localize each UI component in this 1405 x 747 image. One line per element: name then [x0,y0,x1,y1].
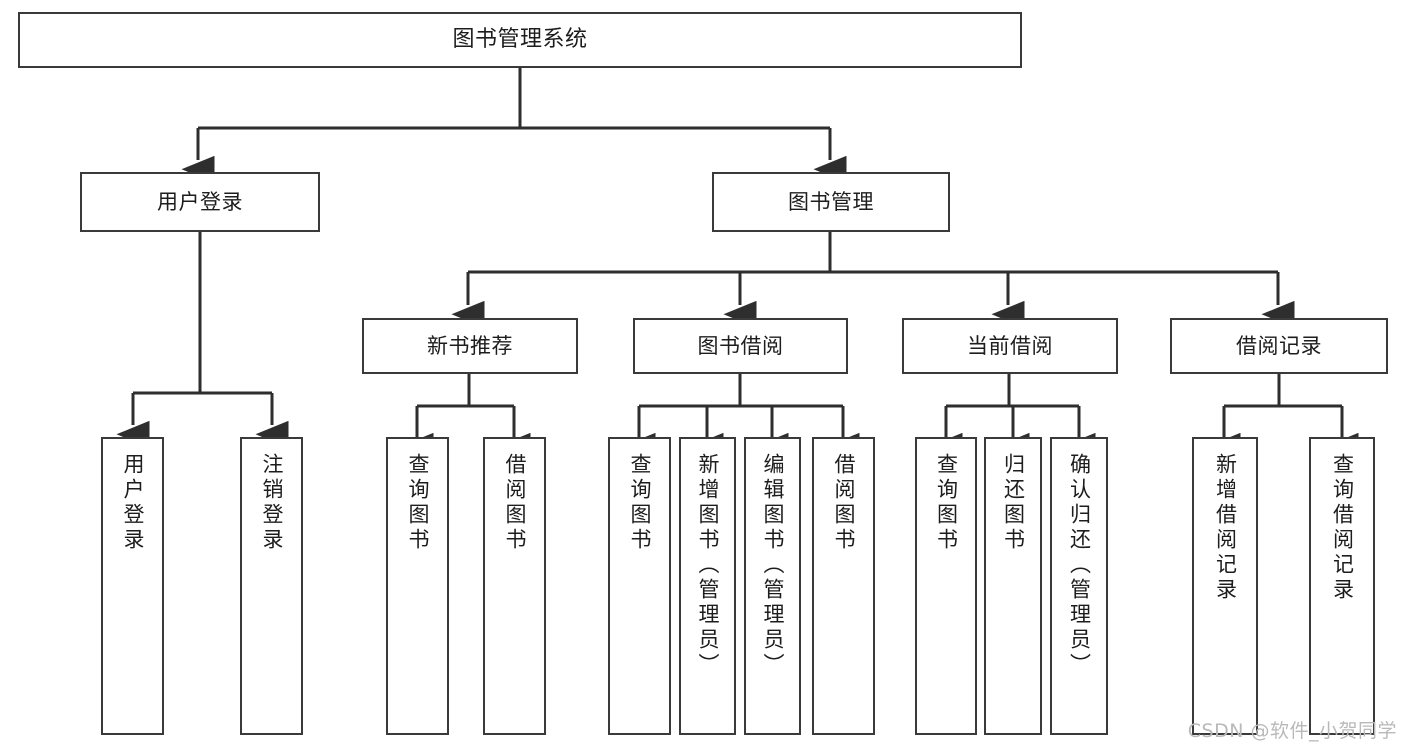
node-label: 当前借阅 [967,333,1053,358]
node-label: 查询图书 [628,453,652,553]
node-label: 图书借阅 [697,333,784,358]
node-label: 新书推荐 [427,333,513,358]
node-label: 归还图书 [1001,453,1026,553]
node-label: 用户登录 [157,189,243,214]
node-label: 新增借阅记录 [1213,453,1238,603]
leaf-borrow-book-recommend[interactable]: 借阅图书 [483,437,546,735]
node-label: 查询图书 [406,453,430,553]
node-user-login[interactable]: 用户登录 [80,172,320,232]
leaf-edit-book-admin[interactable]: 编辑图书（管理员） [744,437,801,735]
watermark-text: CSDN @软件_小贺同学 [1187,720,1397,742]
node-label: 借阅记录 [1236,333,1322,358]
leaf-add-book-admin[interactable]: 新增图书（管理员） [679,437,736,735]
leaf-confirm-return-admin[interactable]: 确认归还（管理员） [1050,437,1108,735]
node-label: 借阅图书 [503,453,527,553]
node-root-system[interactable]: 图书管理系统 [18,12,1022,68]
leaf-add-borrow-record[interactable]: 新增借阅记录 [1192,437,1258,735]
leaf-query-book-recommend[interactable]: 查询图书 [386,437,449,735]
node-label: 用户登录 [121,453,145,553]
node-book-borrow[interactable]: 图书借阅 [633,318,848,374]
leaf-query-book-borrow[interactable]: 查询图书 [608,437,671,735]
leaf-logout[interactable]: 注销登录 [240,437,303,735]
node-book-management[interactable]: 图书管理 [712,172,950,232]
node-borrow-record[interactable]: 借阅记录 [1170,318,1388,374]
node-current-borrow[interactable]: 当前借阅 [902,318,1118,374]
node-label: 查询图书 [934,453,959,553]
leaf-return-book[interactable]: 归还图书 [984,437,1042,735]
node-label: 注销登录 [260,453,284,553]
node-label: 查询借阅记录 [1330,453,1355,603]
leaf-borrow-book[interactable]: 借阅图书 [812,437,875,735]
node-label: 图书管理 [788,189,874,214]
node-label: 新增图书（管理员） [696,453,720,678]
node-label: 借阅图书 [832,453,856,553]
node-label: 图书管理系统 [452,27,588,53]
node-label: 编辑图书（管理员） [761,453,785,678]
leaf-query-borrow-record[interactable]: 查询借阅记录 [1309,437,1375,735]
node-new-book-recommend[interactable]: 新书推荐 [362,318,578,374]
leaf-user-login[interactable]: 用户登录 [101,437,164,735]
node-label: 确认归还（管理员） [1067,453,1092,678]
leaf-query-book-current[interactable]: 查询图书 [915,437,977,735]
